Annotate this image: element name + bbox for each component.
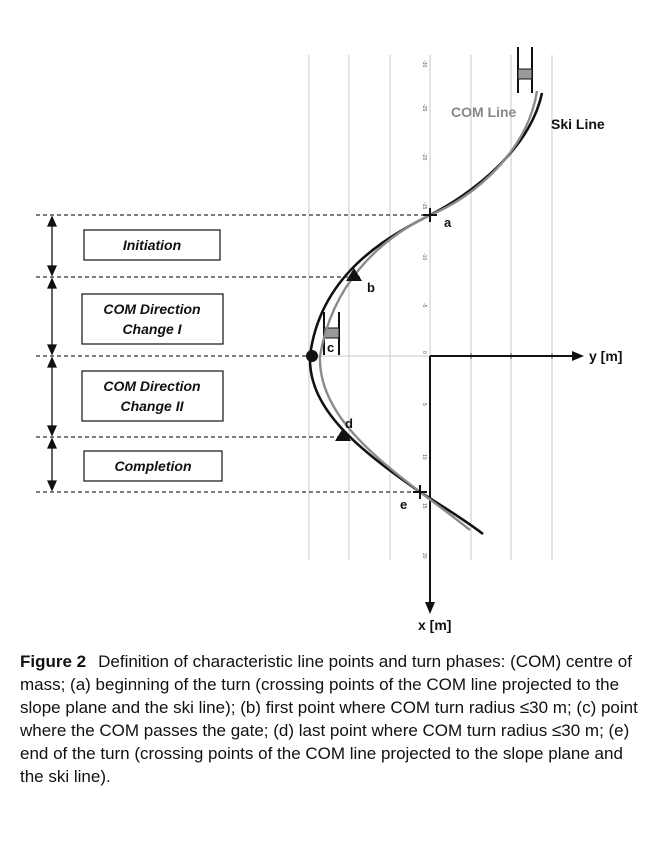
tick-labels: -30 -25 -20 -15 -10 -5 0 5 10 15 20: [421, 60, 427, 559]
tick-label: 10: [421, 454, 427, 460]
tick-label: -5: [421, 303, 427, 308]
point-e-marker: [413, 485, 427, 499]
tick-label: -25: [421, 104, 427, 111]
point-label-c: c: [327, 340, 334, 355]
y-axis-label: y [m]: [589, 348, 622, 364]
figure-label: Figure 2: [20, 652, 87, 671]
phase-label-line1: COM Direction: [103, 378, 200, 394]
gate-top: [517, 47, 533, 93]
phase-label: Completion: [115, 458, 192, 474]
com-line-label: COM Line: [451, 104, 517, 120]
caption-text: Definition of characteristic line points…: [20, 652, 638, 786]
x-axis-arrowhead: [425, 602, 435, 614]
point-c-marker: [306, 350, 318, 362]
phase-arrows: [46, 215, 58, 492]
tick-label: -30: [421, 60, 427, 67]
point-label-d: d: [345, 416, 353, 431]
ski-line-label: Ski Line: [551, 116, 605, 132]
phase-label-line2: Change II: [120, 398, 184, 414]
tick-label: -15: [421, 202, 427, 209]
phase-box-com-direction-change-2: COM Direction Change II: [81, 370, 224, 422]
phase-box-com-direction-change-1: COM Direction Change I: [81, 293, 224, 345]
phase-label-line1: COM Direction: [103, 301, 200, 317]
tick-label: -20: [421, 153, 427, 160]
point-a-marker: [423, 208, 437, 222]
com-line: [318, 90, 539, 531]
phase-label-line2: Change I: [122, 321, 182, 337]
point-b-marker: [346, 268, 362, 281]
phase-boundaries: [36, 214, 430, 493]
phase-box-initiation: Initiation: [83, 229, 221, 261]
point-label-b: b: [367, 280, 375, 295]
turn-phase-diagram: Initiation COM Direction Change I COM Di…: [36, 47, 622, 633]
point-label-e: e: [400, 497, 407, 512]
point-label-a: a: [444, 215, 452, 230]
grid-lines: [308, 55, 553, 560]
phase-label: Initiation: [123, 237, 181, 253]
point-d-marker: [335, 428, 351, 441]
phase-box-completion: Completion: [83, 450, 223, 482]
y-axis-arrowhead: [572, 351, 584, 361]
tick-label: 15: [421, 503, 427, 509]
tick-label: -10: [421, 253, 427, 260]
tick-label: 20: [421, 553, 427, 559]
x-axis-label: x [m]: [418, 617, 451, 633]
tick-label: 0: [421, 351, 427, 354]
tick-label: 5: [421, 403, 427, 406]
